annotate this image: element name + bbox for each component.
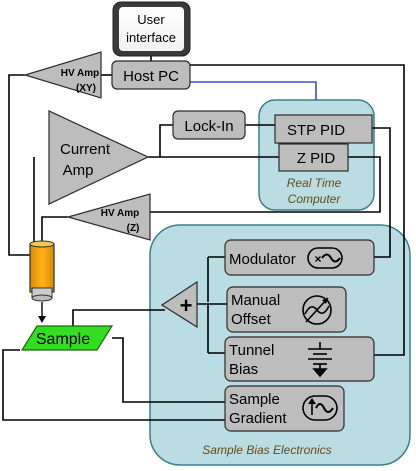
lock-in-label: Lock-In xyxy=(184,118,233,135)
modulator-label: Modulator xyxy=(229,251,296,268)
summing-symbol: + xyxy=(180,293,193,318)
stp-pid-block[interactable]: STP PID xyxy=(274,114,373,144)
summing-amp[interactable]: + xyxy=(160,280,198,329)
wires xyxy=(2,56,405,421)
host-pc-label: Host PC xyxy=(123,68,179,85)
modulator-block[interactable]: Modulator × xyxy=(224,239,375,276)
tunnel-bias-label-line2: Bias xyxy=(229,361,258,378)
gradient-source-icon xyxy=(302,395,338,421)
manual-offset-block[interactable]: Manual Offset xyxy=(226,286,347,333)
current-amp-label-line2: Amp xyxy=(63,162,94,179)
tunnel-bias-block[interactable]: Tunnel Bias xyxy=(224,336,375,382)
host-pc-block[interactable]: Host PC xyxy=(111,60,191,90)
z-pid-block[interactable]: Z PID xyxy=(278,143,349,172)
stm-tip xyxy=(29,240,55,302)
hv-amp-z[interactable]: HV Amp (Z) xyxy=(65,193,151,241)
manual-offset-label-line1: Manual xyxy=(231,292,280,309)
hv-amp-z-label-line2: (Z) xyxy=(127,223,140,234)
modulator-icon: × xyxy=(307,247,343,269)
real-time-label-line2: Computer xyxy=(288,192,342,206)
sample-gradient-label-line2: Gradient xyxy=(229,410,287,427)
variable-source-icon xyxy=(302,295,332,325)
host-rt-link xyxy=(190,81,317,100)
battery-icon xyxy=(308,342,332,378)
sample-block[interactable]: Sample xyxy=(20,325,114,351)
manual-offset-label-line2: Offset xyxy=(231,311,272,328)
tunnel-bias-label-line1: Tunnel xyxy=(229,342,274,359)
sample-bias-electronics-label: Sample Bias Electronics xyxy=(202,443,331,457)
sample-label: Sample xyxy=(36,331,90,348)
current-amp-label-line1: Current xyxy=(60,141,111,158)
hv-amp-xy-label-line1: HV Amp xyxy=(61,68,100,79)
user-interface-label-line2: interface xyxy=(126,30,176,45)
real-time-label-line1: Real Time xyxy=(287,176,342,190)
sample-gradient-label-line1: Sample xyxy=(229,391,280,408)
svg-text:×: × xyxy=(314,252,321,266)
current-amp[interactable]: Current Amp xyxy=(48,110,150,205)
hv-amp-xy-label-line2: (XY) xyxy=(76,83,96,94)
user-interface[interactable]: User interface xyxy=(112,1,191,57)
lock-in-block[interactable]: Lock-In xyxy=(172,110,246,140)
hv-amp-z-label-line1: HV Amp xyxy=(101,208,140,219)
stp-pid-label: STP PID xyxy=(287,122,345,139)
user-interface-label-line1: User xyxy=(137,12,165,27)
z-pid-label: Z PID xyxy=(297,150,336,167)
hv-amp-xy[interactable]: HV Amp (XY) xyxy=(22,51,102,99)
tip-arrowhead xyxy=(38,316,46,323)
sample-gradient-block[interactable]: Sample Gradient xyxy=(224,385,345,432)
